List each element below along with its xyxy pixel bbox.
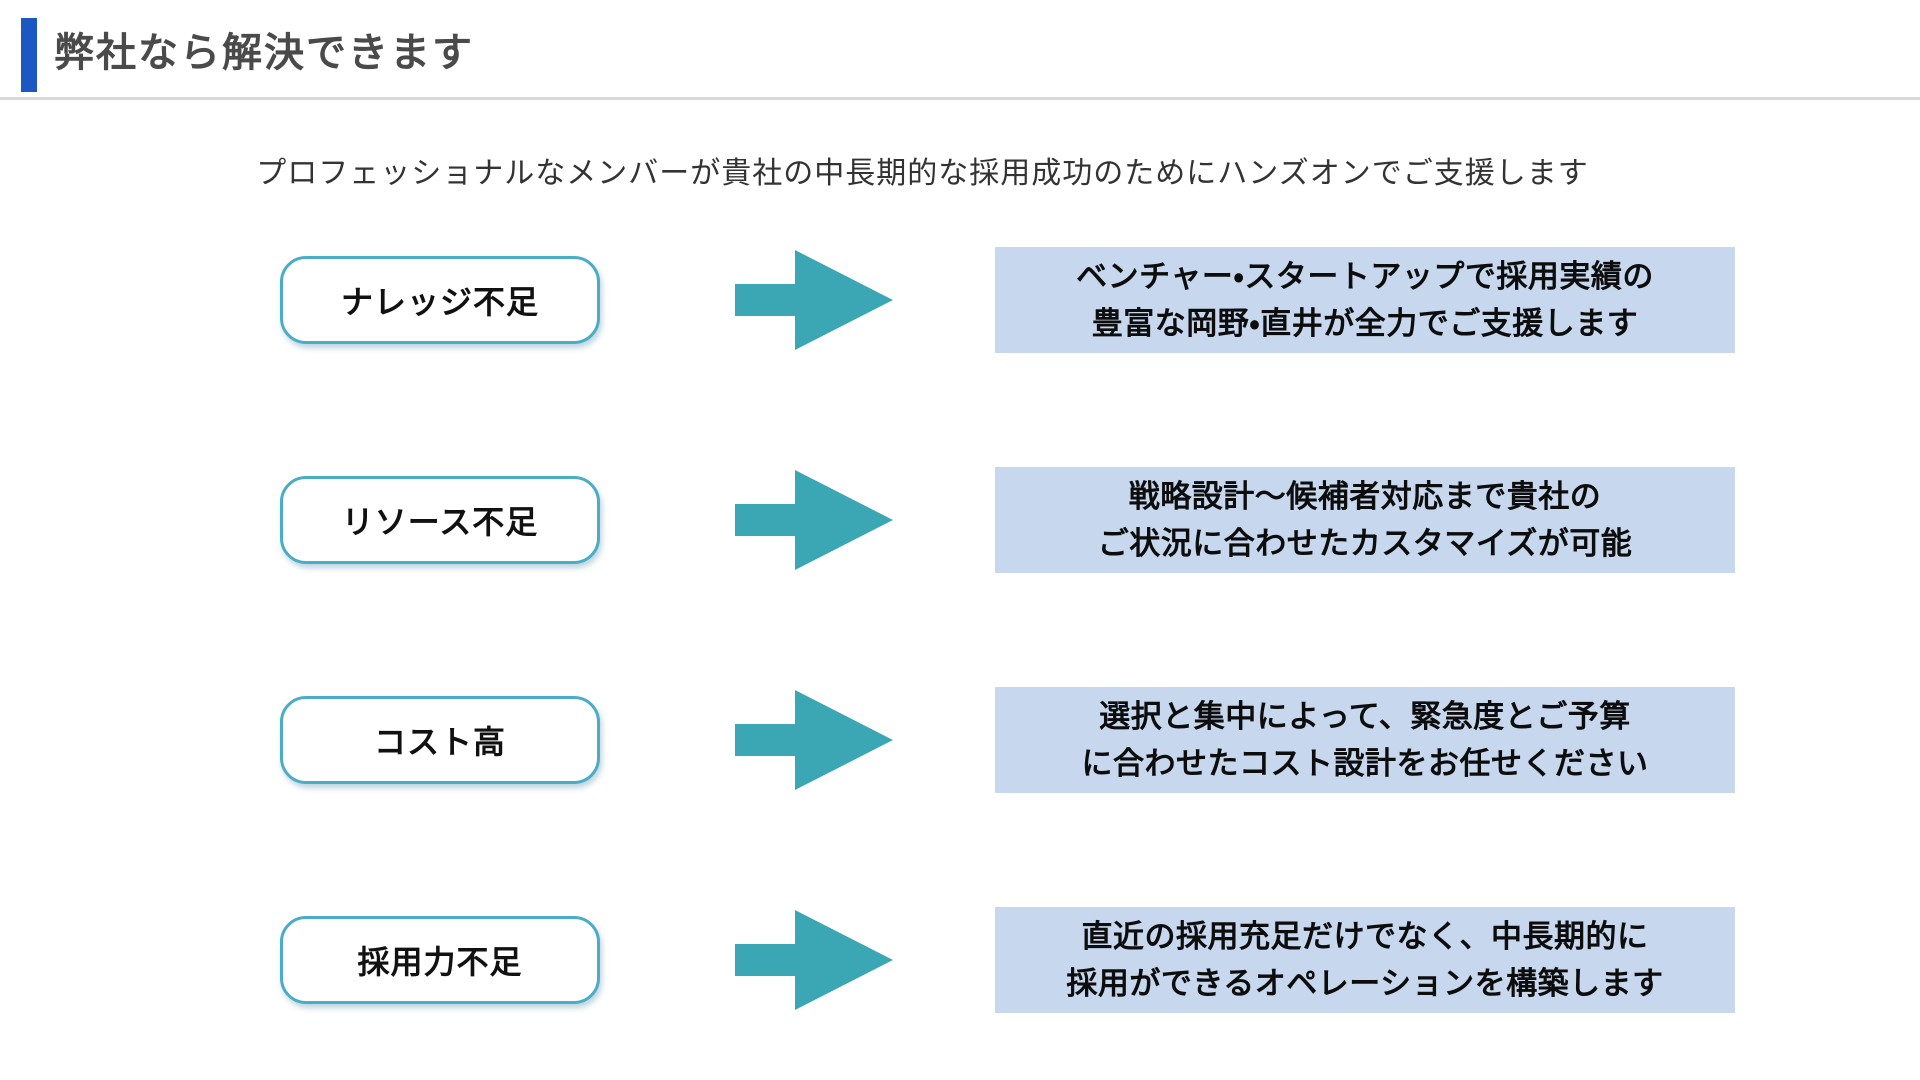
problem-pill-label: リソース不足	[341, 504, 539, 540]
right-arrow-icon	[735, 470, 893, 570]
diagram-row-resource: リソース不足 戦略設計～候補者対応まで貴社の ご状況に合わせたカスタマイズが可能	[0, 467, 1920, 573]
title-accent-bar	[21, 18, 37, 92]
diagram-row-knowledge: ナレッジ不足 ベンチャー・スタートアップで採用実績の 豊富な岡野・直井が全力でご…	[0, 247, 1920, 353]
diagram-row-hiring-power: 採用力不足 直近の採用充足だけでなく、中長期的に 採用ができるオペレーションを構…	[0, 907, 1920, 1013]
solution-box: 選択と集中によって、緊急度とご予算 に合わせたコスト設計をお任せください	[995, 687, 1735, 793]
problem-pill-label: コスト高	[373, 724, 506, 760]
solution-text-line: 直近の採用充足だけでなく、中長期的に	[1081, 919, 1649, 954]
problem-solution-diagram: ナレッジ不足 ベンチャー・スタートアップで採用実績の 豊富な岡野・直井が全力でご…	[0, 247, 1920, 1013]
right-arrow-icon	[735, 910, 893, 1010]
slide-subtitle: プロフェッショナルなメンバーが貴社の中長期的な採用成功のためにハンズオンでご支援…	[256, 157, 1589, 190]
problem-pill-label: ナレッジ不足	[340, 284, 539, 320]
slide-header: 弊社なら解決できます	[0, 0, 1920, 100]
solution-box: ベンチャー・スタートアップで採用実績の 豊富な岡野・直井が全力でご支援します	[995, 247, 1735, 353]
problem-pill: リソース不足	[280, 476, 600, 564]
right-arrow-icon	[735, 690, 893, 790]
solution-text-line: に合わせたコスト設計をお任せください	[1081, 746, 1649, 781]
problem-pill: コスト高	[280, 696, 600, 784]
solution-box: 直近の採用充足だけでなく、中長期的に 採用ができるオペレーションを構築します	[995, 907, 1735, 1013]
solution-text-line: 採用ができるオペレーションを構築します	[1066, 966, 1664, 1001]
right-arrow-icon	[735, 250, 893, 350]
problem-pill: 採用力不足	[280, 916, 600, 1004]
problem-pill: ナレッジ不足	[280, 256, 600, 344]
page-title: 弊社なら解決できます	[54, 30, 474, 75]
subtitle-container: プロフェッショナルなメンバーが貴社の中長期的な採用成功のためにハンズオンでご支援…	[0, 148, 1845, 192]
problem-pill-label: 採用力不足	[357, 944, 523, 980]
solution-text-line: ご状況に合わせたカスタマイズが可能	[1097, 526, 1633, 561]
solution-box: 戦略設計～候補者対応まで貴社の ご状況に合わせたカスタマイズが可能	[995, 467, 1735, 573]
solution-text-line: 選択と集中によって、緊急度とご予算	[1099, 699, 1631, 734]
solution-text-line: 豊富な岡野・直井が全力でご支援します	[1091, 306, 1639, 341]
solution-text-line: ベンチャー・スタートアップで採用実績の	[1076, 259, 1654, 294]
solution-text-line: 戦略設計～候補者対応まで貴社の	[1128, 479, 1602, 514]
diagram-row-cost: コスト高 選択と集中によって、緊急度とご予算 に合わせたコスト設計をお任せくださ…	[0, 687, 1920, 793]
